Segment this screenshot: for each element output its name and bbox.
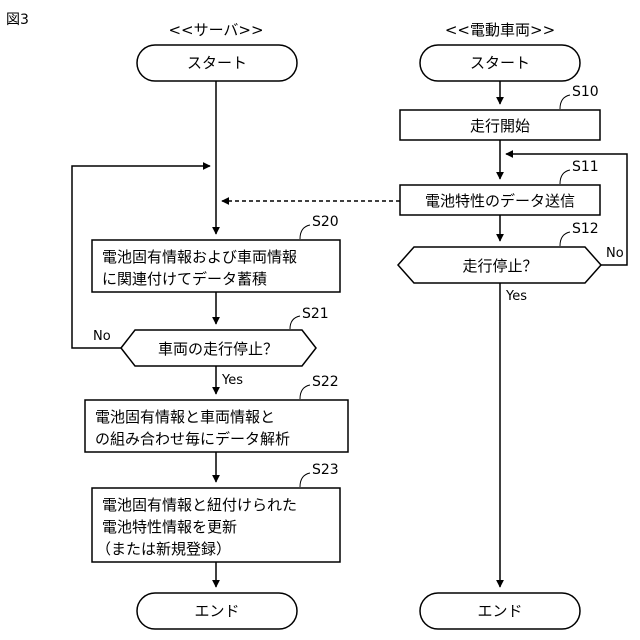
vehicle-start-label: スタート	[470, 54, 530, 72]
s11-leader	[560, 170, 570, 184]
s22-line1: 電池固有情報と車両情報と	[95, 408, 275, 426]
s12-step-label: S12	[572, 221, 599, 237]
server-start-label: スタート	[187, 54, 247, 72]
vehicle-start-terminal: スタート	[420, 45, 580, 81]
s12-no-label: No	[606, 246, 624, 261]
s21-leader	[290, 316, 300, 329]
s12-label: 走行停止？	[462, 257, 537, 275]
s11-step-label: S11	[572, 159, 599, 175]
s12-leader	[560, 232, 570, 246]
s10-step-label: S10	[572, 84, 599, 100]
s20-leader	[300, 225, 310, 239]
server-start-terminal: スタート	[137, 45, 297, 81]
s10-leader	[560, 95, 570, 109]
s21-label: 車両の走行停止？	[158, 340, 278, 358]
s21-yes-label: Yes	[221, 373, 243, 388]
s23-step-label: S23	[312, 462, 339, 478]
s21-no-label: No	[93, 329, 111, 344]
s23-leader	[300, 473, 310, 487]
s23-line3: （または新規登録）	[96, 540, 231, 558]
s20-line2: に関連付けてデータ蓄積	[102, 270, 267, 288]
s22-leader	[300, 385, 310, 399]
s22-step-label: S22	[312, 374, 339, 390]
s21-step-label: S21	[302, 306, 329, 322]
figure-label: 図3	[6, 12, 29, 28]
vehicle-step-s12: 走行停止？ S12 No Yes	[398, 221, 624, 304]
vehicle-header: <<電動車両>>	[445, 21, 555, 39]
s12-yes-label: Yes	[505, 289, 527, 304]
s20-line1: 電池固有情報および車両情報	[102, 248, 297, 266]
server-step-s21: 車両の走行停止？ S21 No Yes	[93, 306, 329, 388]
vehicle-end-label: エンド	[477, 602, 522, 620]
vehicle-end-terminal: エンド	[420, 593, 580, 629]
s22-line2: の組み合わせ毎にデータ解析	[95, 430, 290, 448]
s23-line2: 電池特性情報を更新	[102, 518, 237, 536]
s11-label: 電池特性のデータ送信	[425, 192, 575, 210]
s20-step-label: S20	[312, 214, 339, 230]
server-end-label: エンド	[194, 602, 239, 620]
s23-line1: 電池固有情報と紐付けられた	[102, 496, 297, 514]
server-header: <<サーバ>>	[168, 21, 263, 39]
server-end-terminal: エンド	[137, 593, 297, 629]
s10-label: 走行開始	[470, 117, 530, 135]
